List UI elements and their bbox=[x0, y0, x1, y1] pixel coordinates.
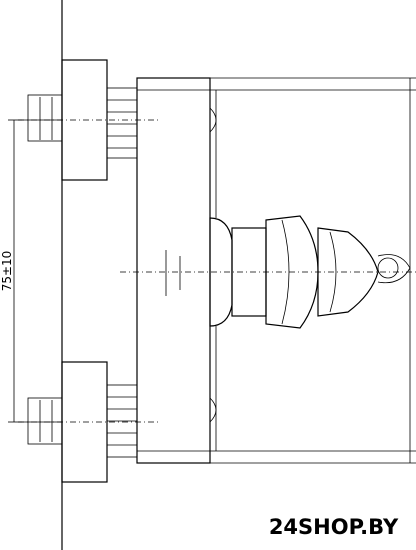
handle-assembly bbox=[165, 215, 411, 329]
mixer-body bbox=[120, 77, 416, 464]
spacing-dimension: 75±10 bbox=[0, 119, 22, 423]
dimension-label: 75±10 bbox=[0, 251, 14, 292]
upper-mount bbox=[18, 59, 160, 181]
right-dimensions bbox=[137, 77, 416, 464]
lower-mount bbox=[18, 361, 160, 483]
watermark-logo: 24SHOP.BY bbox=[251, 504, 416, 550]
